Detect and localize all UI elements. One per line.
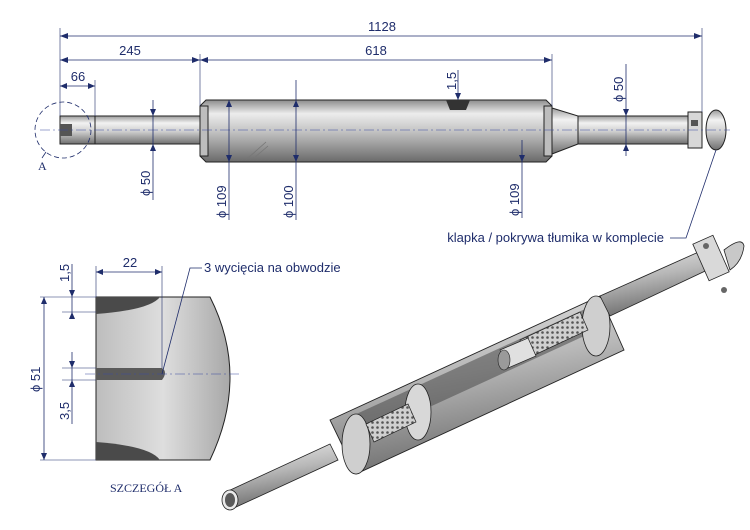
isometric-cutaway-view (221, 234, 745, 511)
muffler-body (199, 99, 553, 163)
detail-cut-width: 3,5 (57, 402, 72, 420)
dim-pipe-left-length: 245 (119, 43, 141, 58)
flap-note: klapka / pokrywa tłumika w komplecie (447, 230, 664, 245)
right-transition (551, 107, 579, 155)
dim-wall-thickness: 1,5 (444, 72, 459, 90)
dim-body-end-diameter-right: ϕ 109 (507, 183, 522, 216)
iso-exit-pipe (225, 443, 339, 509)
dim-body-end-diameter-left: ϕ 109 (214, 185, 229, 218)
detail-a-circle (34, 101, 92, 159)
iso-flap (723, 241, 745, 271)
detail-outer-diameter: ϕ 51 (28, 367, 43, 392)
detail-title: SZCZEGÓŁ A (110, 481, 183, 495)
detail-wall: 1,5 (57, 264, 72, 282)
detail-a-label: A (38, 159, 47, 173)
dim-body-diameter: ϕ 100 (281, 185, 296, 218)
detail-a-view: 22 1,5 ϕ 51 3,5 3 wycięcia na obwodzie S… (28, 255, 341, 495)
dim-pipe-diameter-right: ϕ 50 (611, 77, 626, 102)
iso-perforated-tube-1 (365, 403, 417, 443)
dim-pipe-end-length: 66 (71, 69, 85, 84)
detail-cut-length: 22 (123, 255, 137, 270)
iso-clamp (692, 234, 730, 282)
dim-pipe-diameter-left: ϕ 50 (138, 171, 153, 196)
side-view: 1128 245 618 66 1,5 ϕ 50 ϕ 109 ϕ 100 (34, 19, 730, 245)
detail-cut-note: 3 wycięcia na obwodzie (204, 260, 341, 275)
dim-body-length: 618 (365, 43, 387, 58)
dim-overall-length: 1128 (368, 19, 396, 34)
